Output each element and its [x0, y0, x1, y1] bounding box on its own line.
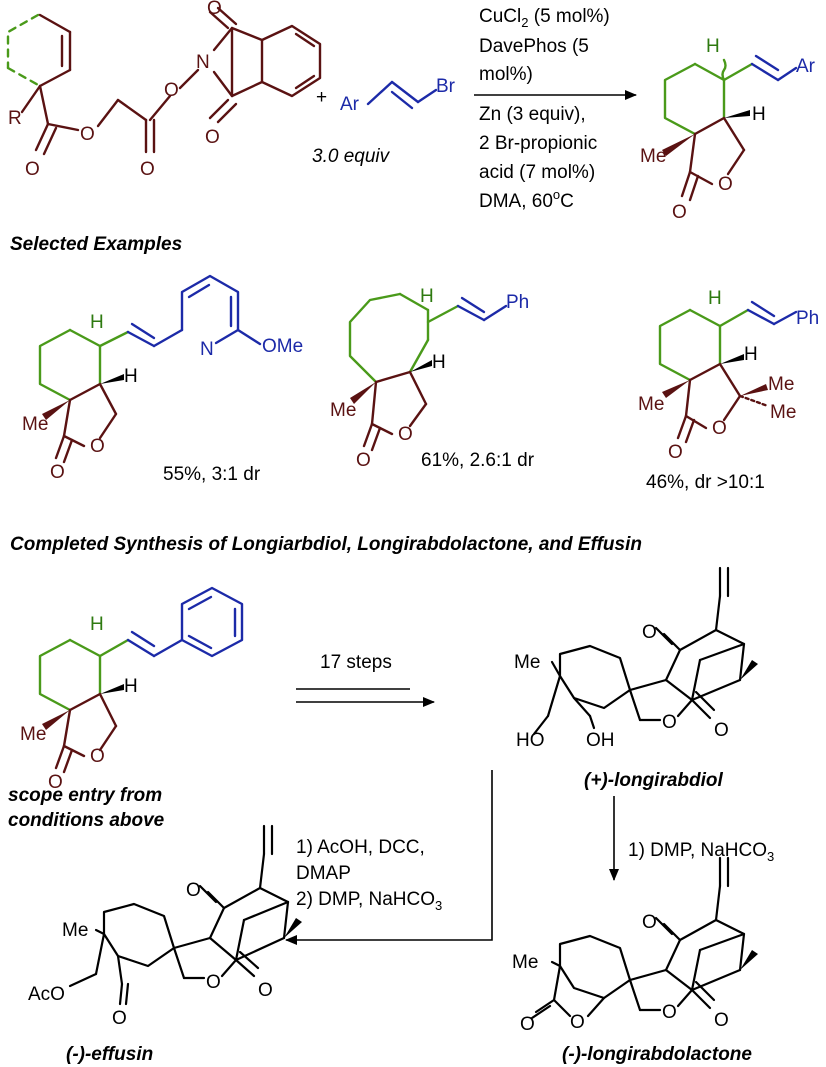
product-me-label: Me	[640, 146, 666, 167]
ex3-h-top-label: H	[708, 288, 722, 309]
longirabdiol-name: (+)-longirabdiol	[584, 770, 724, 791]
ex3-ph-label: Ph	[796, 308, 819, 329]
effusin-arrow	[285, 770, 493, 945]
scope-lactone-o-label: O	[90, 746, 105, 767]
longirabdiol-lactone-o-label: O	[662, 712, 677, 733]
scope-h-bottom-label: H	[124, 676, 138, 697]
ex1-me-label: Me	[22, 414, 48, 435]
effusin-lactone-o-label: O	[206, 972, 221, 993]
reaction-conditions: CuCl2 (5 mol%) DavePhos (5 mol%) Zn (3 e…	[474, 6, 637, 212]
longirabdolactone-lactone-o-label: O	[662, 1002, 677, 1023]
ex2-lactone-o-label: O	[398, 424, 413, 445]
ex3-me-top-label: Me	[768, 374, 794, 395]
effusin-step-line-3: 2) DMP, NaHCO3	[296, 889, 442, 913]
longirabdolactone-structure: Me O O O O O	[512, 856, 758, 1035]
plus-sign: +	[316, 87, 327, 108]
steps-label: 17 steps	[320, 652, 392, 673]
carbonyl-oxygen-label: O	[25, 159, 40, 180]
ex3-me-label: Me	[638, 394, 664, 415]
example-1-structure: H N OMe H O O Me	[22, 274, 303, 483]
longirabdolactone-me-label: Me	[512, 952, 538, 973]
ex1-h-bottom-label: H	[124, 366, 138, 387]
ex3-h-bottom-label: H	[744, 344, 758, 365]
imide-oxygen-top-label: O	[207, 0, 222, 19]
longirabdiol-oh-label: OH	[586, 730, 615, 751]
product-structure: H Ar H O O Me	[640, 36, 816, 223]
scope-entry-structure: H H O O Me	[20, 586, 244, 793]
product-ar-label: Ar	[796, 56, 816, 77]
product-lactone-o-label: O	[718, 174, 733, 195]
dmp-step-label: 1) DMP, NaHCO3	[628, 840, 774, 864]
glycolate-carbonyl-o-label: O	[140, 159, 155, 180]
longirabdolactone-carbonyl-o-label: O	[520, 1014, 535, 1035]
condition-solvent-temp: DMA, 60oC	[479, 187, 574, 212]
product-h-bottom-label: H	[752, 104, 766, 125]
ex1-h-top-label: H	[90, 312, 104, 333]
effusin-aldehyde-o-label: O	[112, 1008, 127, 1029]
substituent-r-label: R	[8, 108, 22, 129]
ex3-me-right-label: Me	[770, 402, 796, 423]
ex1-carbonyl-o-label: O	[50, 462, 65, 483]
ex2-carbonyl-o-label: O	[356, 450, 371, 471]
condition-additive-2: acid (7 mol%)	[479, 162, 595, 183]
bromo-label: Br	[436, 76, 456, 97]
aryl-label: Ar	[340, 94, 360, 115]
ex3-carbonyl-o-label: O	[668, 442, 683, 463]
starting-ester-structure: R O O O O N O O	[6, 0, 322, 180]
example-2-structure: H Ph H O O Me	[330, 286, 529, 471]
product-carbonyl-o-label: O	[672, 202, 687, 223]
longirabdiol-structure: Me HO OH O O O	[514, 566, 758, 751]
condition-ligand-1: DavePhos (5	[479, 36, 589, 57]
effusin-structure: Me AcO O O O O	[28, 824, 302, 1029]
condition-catalyst: CuCl2 (5 mol%)	[479, 6, 610, 30]
scope-caption-line-1: scope entry from	[8, 785, 162, 806]
imide-oxygen-bottom-label: O	[205, 127, 220, 148]
product-h-top-label: H	[706, 36, 720, 57]
example-1-result: 55%, 3:1 dr	[163, 464, 261, 485]
vinyl-bromide-structure: Ar Br 3.0 equiv	[312, 76, 456, 167]
scope-h-top-label: H	[90, 614, 104, 635]
selected-examples-heading: Selected Examples	[10, 234, 182, 255]
equivalents-note: 3.0 equiv	[312, 146, 391, 167]
scope-me-label: Me	[20, 724, 46, 745]
effusin-ketone-o-label: O	[186, 880, 201, 901]
example-3-structure: H Ph H Me Me O O Me	[638, 288, 819, 463]
longirabdolactone-name: (-)-longirabdolactone	[562, 1044, 752, 1065]
ex1-pyridine-n-label: N	[200, 339, 214, 360]
condition-ligand-2: mol%)	[479, 64, 533, 85]
effusin-step-line-2: DMAP	[296, 863, 351, 884]
effusin-step-line-1: 1) AcOH, DCC,	[296, 837, 425, 858]
ex3-lactone-o-label: O	[712, 418, 727, 439]
condition-reductant: Zn (3 equiv),	[479, 104, 586, 125]
ex2-h-top-label: H	[420, 286, 434, 307]
longirabdiol-ketone-o-label: O	[642, 622, 657, 643]
longirabdiol-lactone-carbonyl-o-label: O	[714, 720, 729, 741]
ex2-me-label: Me	[330, 400, 356, 421]
scope-caption-line-2: conditions above	[8, 810, 165, 831]
effusin-name: (-)-effusin	[66, 1044, 153, 1065]
ex1-ome-label: OMe	[262, 336, 303, 357]
ex2-ph-label: Ph	[506, 292, 529, 313]
completed-synthesis-heading: Completed Synthesis of Longiarbdiol, Lon…	[10, 534, 642, 555]
effusin-lactone-carbonyl-o-label: O	[258, 980, 273, 1001]
example-3-result: 46%, dr >10:1	[646, 472, 765, 493]
effusin-me-label: Me	[62, 920, 88, 941]
ester-oxygen-label: O	[80, 124, 95, 145]
example-2-result: 61%, 2.6:1 dr	[421, 450, 535, 471]
phthalimide-n-label: N	[196, 52, 210, 73]
condition-additive-1: 2 Br-propionic	[479, 133, 597, 154]
scope-carbonyl-o-label: O	[48, 772, 63, 793]
longirabdiol-me-label: Me	[514, 652, 540, 673]
noxy-oxygen-label: O	[164, 80, 179, 101]
longirabdolactone-lactone-carbonyl-o-label: O	[714, 1010, 729, 1031]
longirabdiol-ho-label: HO	[516, 730, 545, 751]
ex1-lactone-o-label: O	[90, 436, 105, 457]
ex2-h-bottom-label: H	[432, 352, 446, 373]
longirabdolactone-ketone-o-label: O	[642, 912, 657, 933]
longirabdolactone-ring-o-label: O	[570, 1012, 585, 1033]
effusin-aco-label: AcO	[28, 984, 65, 1005]
